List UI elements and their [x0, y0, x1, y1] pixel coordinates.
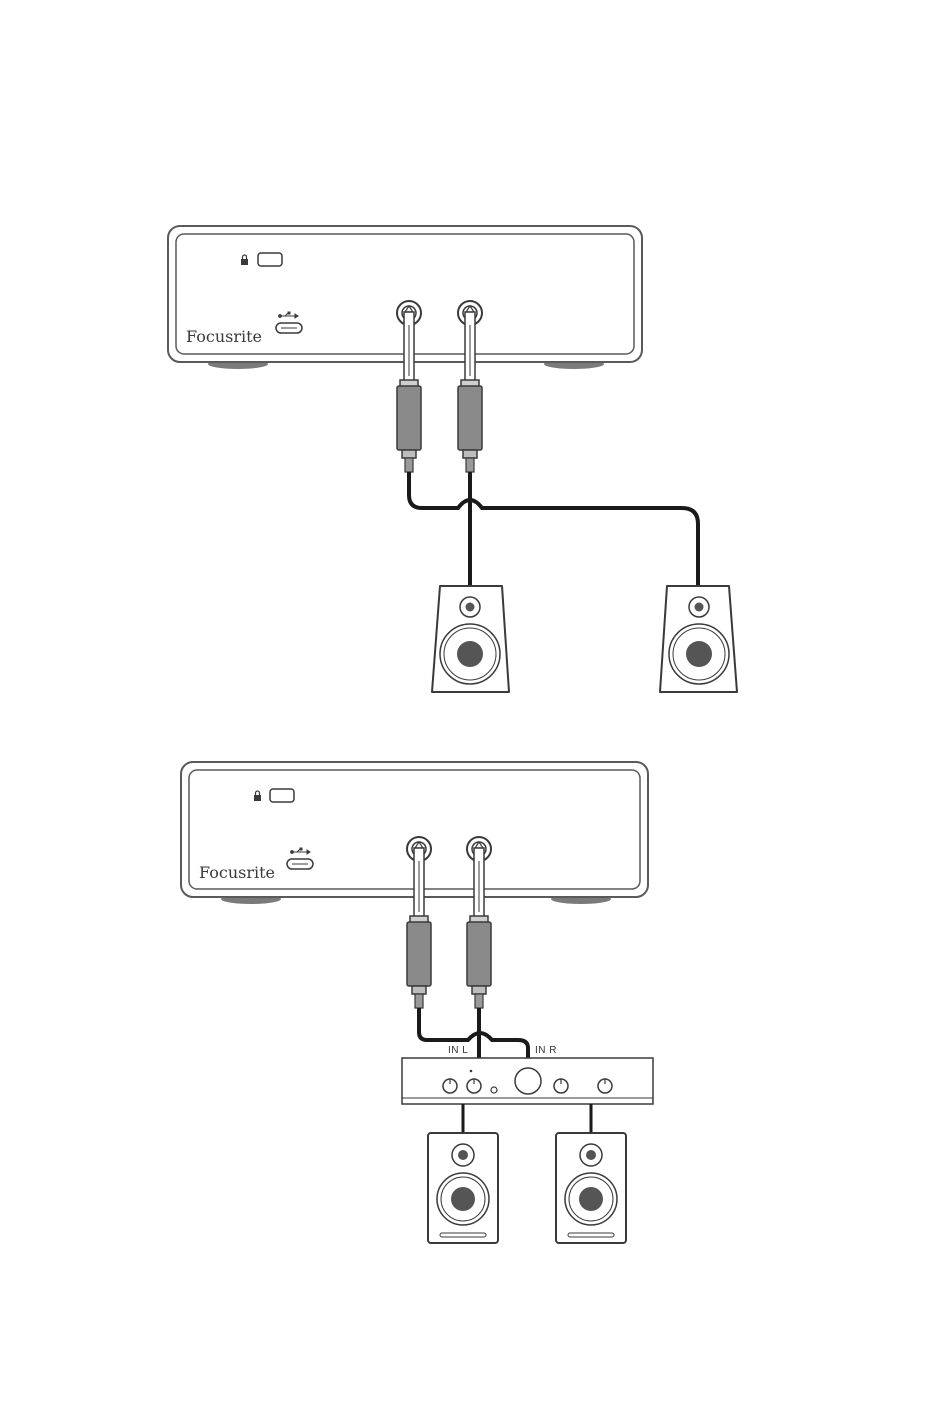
diagram-1-direct-monitors: Focusrite — [168, 226, 737, 692]
security-slot — [270, 789, 294, 802]
amp-knob-2 — [467, 1079, 481, 1093]
brand-logo: Focusrite — [186, 327, 262, 346]
power-led — [470, 1070, 473, 1073]
monitor-speaker-left — [432, 586, 509, 692]
amp-input-right-label: IN R — [535, 1045, 557, 1056]
cable-left-to-right-monitor — [409, 472, 698, 586]
amp-input-left-label: IN L — [448, 1045, 468, 1056]
passive-speaker-right — [556, 1133, 626, 1243]
brand-logo: Focusrite — [199, 863, 275, 882]
security-slot — [258, 253, 282, 266]
amp-knob-4 — [598, 1079, 612, 1093]
amp-knob-3 — [554, 1079, 568, 1093]
amp-knob-1 — [443, 1079, 457, 1093]
amp-volume-knob — [515, 1068, 541, 1094]
monitor-speaker-right — [660, 586, 737, 692]
diagram-2-amplifier-passive-speakers: Focusrite — [181, 762, 653, 1243]
passive-speaker-left — [428, 1133, 498, 1243]
amp-indicator — [491, 1087, 497, 1093]
cable-left-to-amp-in-r — [419, 1008, 528, 1058]
